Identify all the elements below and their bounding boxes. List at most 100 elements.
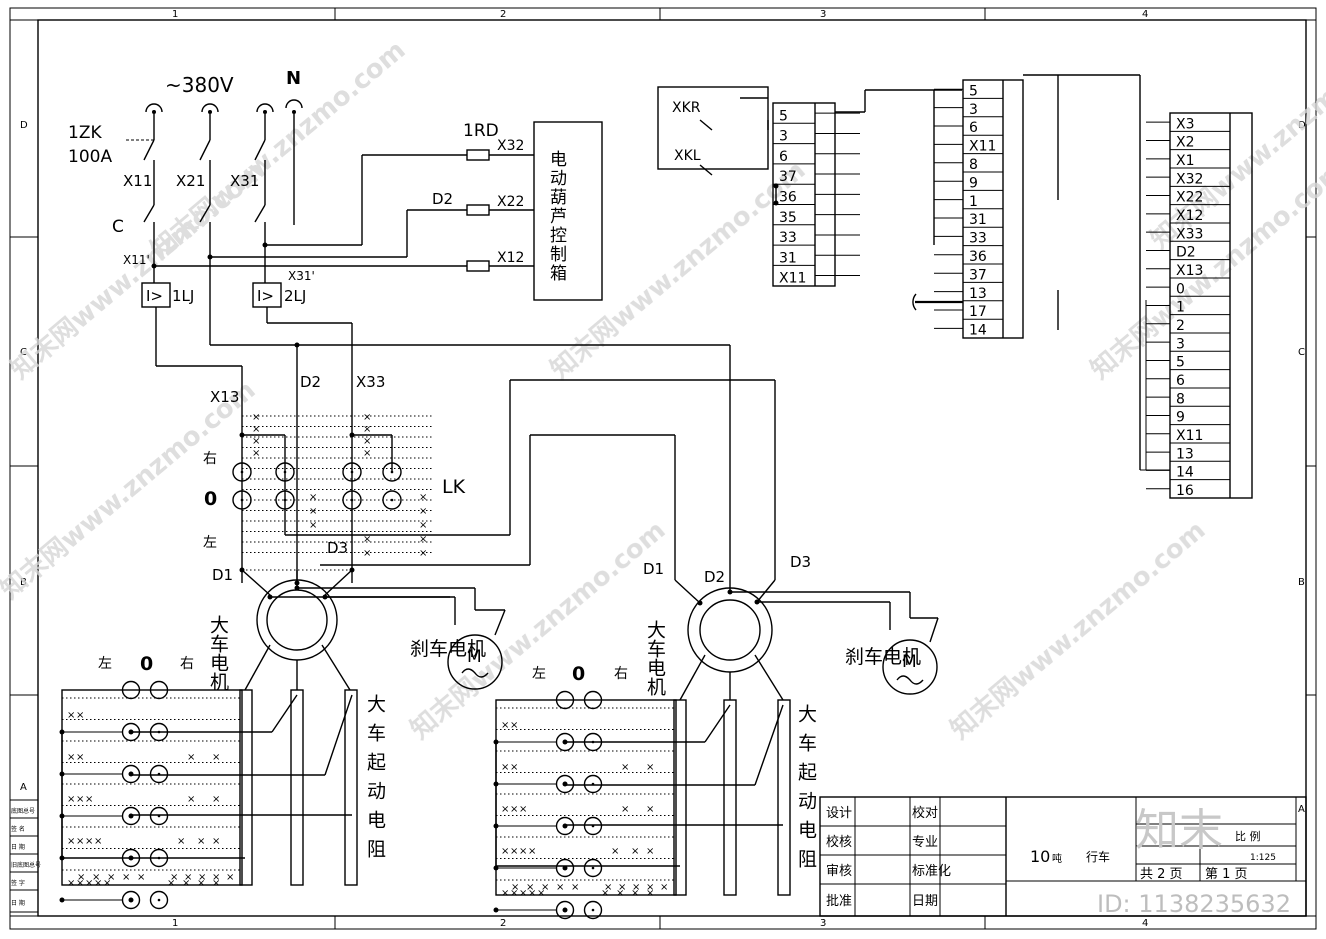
hoist-term-x12: X12 — [497, 250, 524, 266]
terminal-label: 35 — [779, 210, 797, 226]
contact-cross: × — [419, 520, 427, 531]
motor2-hdr-zero: 0 — [572, 663, 585, 685]
relay-1lj: 1LJ — [172, 287, 194, 305]
contact-cross: × — [309, 520, 317, 531]
row-label-a-r: A — [1298, 804, 1305, 815]
grid-cross: × — [621, 804, 629, 815]
title-name: 行车 — [1086, 849, 1110, 864]
row-label-d: D — [20, 120, 28, 131]
grid-cross: × — [519, 804, 527, 815]
terminal-label: 2 — [1176, 318, 1185, 334]
hoist-term-x22: X22 — [497, 194, 524, 210]
col-label-4b: 4 — [1142, 918, 1148, 929]
resistor-switch-grid-2: ××××××××××××××××××××××××××××××××××××× — [493, 690, 676, 920]
relay-symbol-1: I> — [146, 287, 163, 305]
left-signature-strip: 底图总号 签 名 日 期 旧底图总号 签 字 日 期 — [9, 799, 41, 913]
terminal-label: 16 — [1176, 483, 1194, 499]
grid-cross: × — [537, 888, 545, 899]
grid-junction — [128, 771, 134, 777]
grid-cross: × — [85, 878, 93, 889]
controller-contact-grid: ×××××××××××××××××× — [232, 412, 432, 586]
terminal-label: 13 — [969, 286, 987, 302]
ctrl-d2: D2 — [300, 373, 321, 391]
grid-cross: × — [94, 836, 102, 847]
motor2-hdr-right: 右 — [614, 666, 628, 682]
grid-cross: × — [528, 846, 536, 857]
contactor-label: C — [112, 217, 124, 237]
terminal-label: 9 — [969, 175, 978, 191]
motor2-resistor: 大车起动电阻 — [795, 704, 817, 878]
motor2-hdr-left: 左 — [532, 666, 546, 682]
grid-circle — [583, 816, 603, 836]
grid-cross: × — [167, 878, 175, 889]
breaker-label: 1ZK — [68, 123, 102, 143]
grid-cross: × — [501, 888, 509, 899]
grid-cross: × — [528, 888, 536, 899]
grid-cross: × — [197, 878, 205, 889]
terminal-label: 14 — [1176, 465, 1194, 481]
neutral-label: N — [286, 68, 301, 89]
grid-cross: × — [67, 878, 75, 889]
contact-cross: × — [419, 506, 427, 517]
scale-value: 1:125 — [1250, 853, 1276, 863]
hoist-box-label: 电动葫芦控制箱 — [546, 150, 567, 283]
col-label-1: 1 — [172, 9, 178, 20]
grid-circle — [121, 764, 141, 784]
grid-junction — [128, 897, 134, 903]
terminal-label: 3 — [969, 102, 978, 118]
grid-junction — [128, 813, 134, 819]
row-label-b: B — [20, 577, 27, 588]
terminal-label: 6 — [779, 149, 788, 165]
grid-cross: × — [510, 720, 518, 731]
terminal-label: 37 — [779, 169, 797, 185]
col-label-4: 4 — [1142, 9, 1148, 20]
grid-junction — [59, 897, 65, 903]
grid-dot — [591, 908, 595, 912]
drawing-frame: 1 2 3 4 1 2 3 4 D C B A D C B A — [9, 7, 1317, 930]
resistor-switch-grid-1: ××××××××××××××××××××××××××××××××××××× — [59, 680, 242, 910]
watermark-text: 知末网www.znzmo.com — [405, 515, 671, 745]
contact-cross: × — [363, 548, 371, 559]
grid-cross: × — [541, 882, 549, 893]
page-total: 共 2 页 — [1140, 867, 1183, 882]
supply-section: ~380V N 1ZK 100A X11 X21 X31 C — [68, 68, 730, 583]
contact-cross: × — [363, 534, 371, 545]
terminal-label: X12 — [1176, 208, 1203, 224]
watermark-logo: 知末 ID: 1138235632 — [1097, 805, 1291, 918]
ctrl-left: 左 — [203, 535, 217, 551]
terminal-label: 37 — [969, 267, 987, 283]
terminal-label: 5 — [779, 108, 788, 124]
grid-cross: × — [85, 836, 93, 847]
grid-cross: × — [197, 836, 205, 847]
grid-cross: × — [519, 846, 527, 857]
supply-terminal-icon — [145, 99, 303, 114]
grid-circle — [149, 890, 169, 910]
left-cell-6: 日 期 — [11, 899, 25, 907]
terminal-label: 5 — [969, 83, 978, 99]
terminal-label: 13 — [1176, 446, 1194, 462]
grid-cross: × — [556, 882, 564, 893]
grid-circle — [121, 890, 141, 910]
contact-cross: × — [252, 424, 260, 435]
grid-cross: × — [604, 882, 612, 893]
grid-cross: × — [510, 846, 518, 857]
contact-cross: × — [419, 492, 427, 503]
grid-circle — [555, 858, 575, 878]
left-cell-1: 底图总号 — [11, 807, 35, 815]
grid-cross: × — [226, 872, 234, 883]
switch-xkr: XKR — [672, 100, 701, 116]
col-label-2b: 2 — [500, 918, 506, 929]
contact-cross: × — [363, 412, 371, 423]
grid-cross: × — [182, 878, 190, 889]
grid-cross: × — [646, 762, 654, 773]
grid-cross: × — [67, 836, 75, 847]
grid-junction — [562, 781, 568, 787]
col-label-3: 3 — [820, 9, 826, 20]
grid-circle — [149, 806, 169, 826]
grid-cross: × — [501, 846, 509, 857]
